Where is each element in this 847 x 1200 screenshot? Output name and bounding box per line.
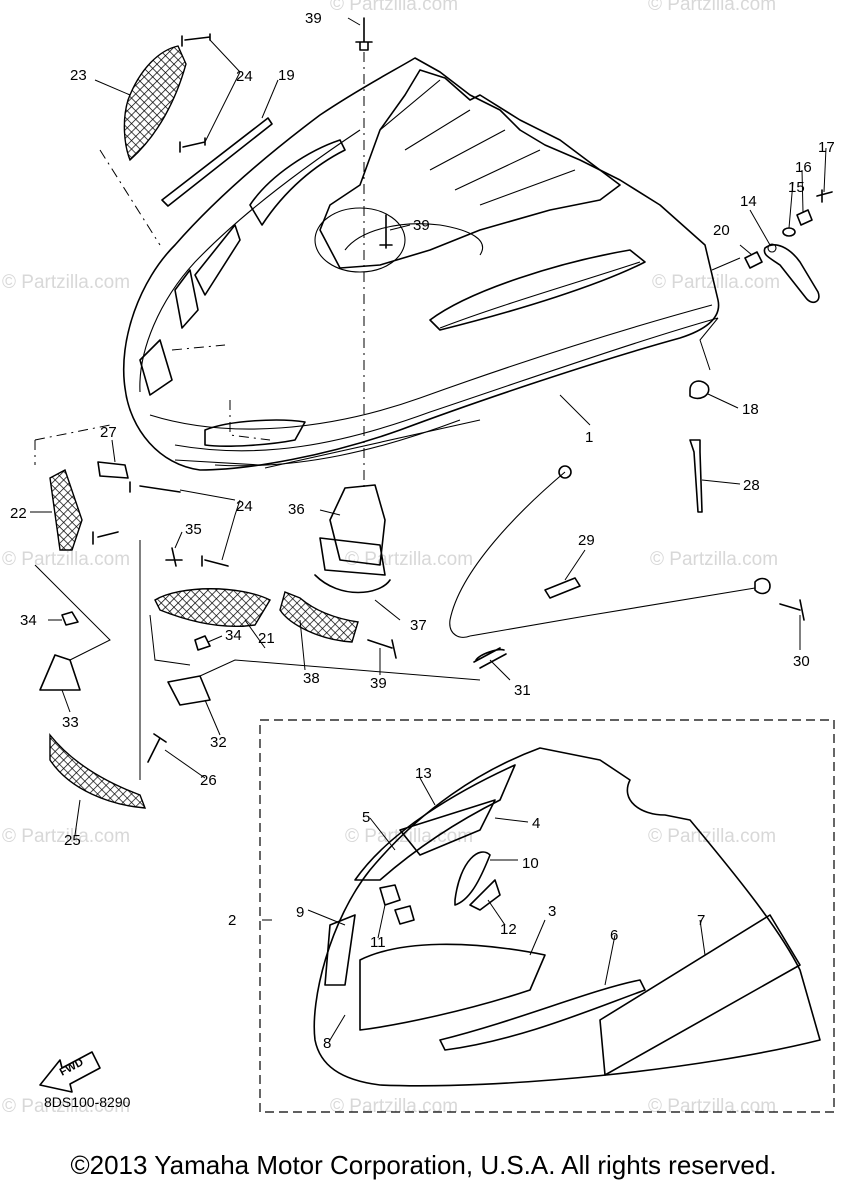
callout-3: 3 <box>548 903 556 920</box>
fwd-label: FWD <box>58 1056 86 1078</box>
callout-25: 25 <box>64 832 81 849</box>
watermark: © Partzilla.com <box>330 1096 458 1117</box>
cable-tie-28 <box>689 439 703 513</box>
fwd-arrow: FWD <box>39 1051 101 1093</box>
watermark: © Partzilla.com <box>2 1096 130 1117</box>
callout-20: 20 <box>713 222 730 239</box>
callout-34: 34 <box>20 612 37 629</box>
callout-29: 29 <box>578 532 595 549</box>
callout-39b: 39 <box>413 217 430 234</box>
mesh-grille-23 <box>123 45 187 162</box>
decal-kit-box <box>259 719 835 1113</box>
callout-31: 31 <box>514 682 531 699</box>
callout-22: 22 <box>10 505 27 522</box>
rivet-39-mid <box>379 214 393 249</box>
watermark: © Partzilla.com <box>648 0 776 15</box>
watermark: © Partzilla.com <box>345 826 473 847</box>
watermark: © Partzilla.com <box>648 826 776 847</box>
callout-14: 14 <box>740 193 757 210</box>
watermark: © Partzilla.com <box>648 1096 776 1117</box>
callout-12: 12 <box>500 921 517 938</box>
callout-5: 5 <box>362 809 370 826</box>
left-hardware <box>34 149 481 809</box>
callout-38: 38 <box>303 670 320 687</box>
callout-17: 17 <box>818 139 835 156</box>
trim-strip-19 <box>161 117 273 207</box>
callout-30: 30 <box>793 653 810 670</box>
right-side-fasteners <box>689 189 833 400</box>
callout-34b: 34 <box>225 627 242 644</box>
callout-16: 16 <box>795 159 812 176</box>
watermark: © Partzilla.com <box>2 826 130 847</box>
callout-9: 9 <box>296 904 304 921</box>
center-intake <box>279 484 397 659</box>
callout-39a: 39 <box>305 10 322 27</box>
callout-18: 18 <box>742 401 759 418</box>
callout-24: 24 <box>236 68 253 85</box>
decal-kit <box>313 747 821 1087</box>
watermark: © Partzilla.com <box>330 0 458 15</box>
callout-10: 10 <box>522 855 539 872</box>
watermark: © Partzilla.com <box>2 272 130 293</box>
watermark: © Partzilla.com <box>650 549 778 570</box>
callout-6: 6 <box>610 927 618 944</box>
callout-21: 21 <box>258 630 275 647</box>
callout-37: 37 <box>410 617 427 634</box>
diagram-code: 8DS100-8290 <box>44 1094 131 1110</box>
callout-13: 13 <box>415 765 432 782</box>
callout-32: 32 <box>210 734 227 751</box>
rivet-39-top <box>355 17 373 51</box>
copyright-notice: ©2013 Yamaha Motor Corporation, U.S.A. A… <box>70 1150 777 1180</box>
callout-11: 11 <box>370 934 386 951</box>
watermark: © Partzilla.com <box>345 549 473 570</box>
callout-19: 19 <box>278 67 295 84</box>
callout-15: 15 <box>788 179 805 196</box>
callout-4: 4 <box>532 815 540 832</box>
hood-cable <box>449 465 805 669</box>
leader-lines <box>30 17 827 1041</box>
callout-1: 1 <box>585 429 593 446</box>
callout-8: 8 <box>323 1035 331 1052</box>
callout-28: 28 <box>743 477 760 494</box>
rivet-pair-24 <box>179 33 211 153</box>
callout-27: 27 <box>100 424 117 441</box>
callout-36: 36 <box>288 501 305 518</box>
callout-7: 7 <box>697 912 705 929</box>
hood-assembly <box>122 57 720 471</box>
callout-24b: 24 <box>236 498 253 515</box>
callout-35: 35 <box>185 521 202 538</box>
callout-39c: 39 <box>370 675 387 692</box>
callout-33: 33 <box>62 714 79 731</box>
watermark: © Partzilla.com <box>2 549 130 570</box>
callout-23: 23 <box>70 67 87 84</box>
callout-26: 26 <box>200 772 217 789</box>
callouts: 1 2 3 4 5 6 7 8 9 10 11 12 13 14 15 16 1… <box>10 10 835 1052</box>
watermark: © Partzilla.com <box>652 272 780 293</box>
callout-2: 2 <box>228 912 236 929</box>
